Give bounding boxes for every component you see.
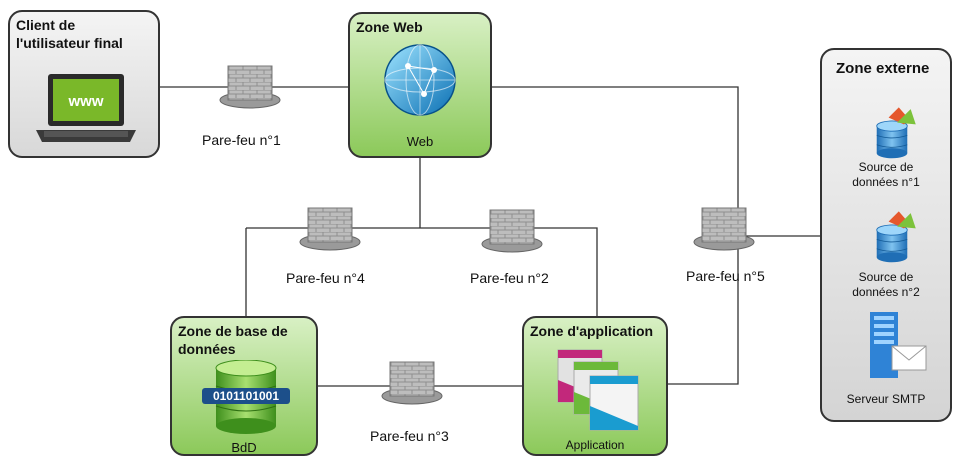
firewall-3-icon bbox=[381, 361, 443, 405]
firewall-3-label: Pare-feu n°3 bbox=[370, 428, 449, 444]
database-zone-title-line1: Zone de base de bbox=[178, 323, 288, 339]
external-zone: Zone externe Source de données n°1 Sourc… bbox=[820, 48, 952, 422]
application-zone-caption: Application bbox=[565, 438, 625, 452]
client-zone-title-line2: l'utilisateur final bbox=[16, 35, 123, 51]
firewall-2-label: Pare-feu n°2 bbox=[470, 270, 549, 286]
data-source-1-label: Source de données n°1 bbox=[852, 160, 920, 189]
laptop-icon: www bbox=[36, 74, 136, 142]
smtp-server-icon bbox=[870, 312, 927, 378]
firewall-5-icon bbox=[693, 207, 755, 251]
database-zone-title-line2: données bbox=[178, 341, 236, 357]
application-icon bbox=[557, 349, 639, 431]
smtp-server-label: Serveur SMTP bbox=[846, 392, 926, 406]
application-zone: Zone d'application Application bbox=[522, 316, 668, 456]
firewall-4-label: Pare-feu n°4 bbox=[286, 270, 365, 286]
firewall-4-icon bbox=[299, 207, 361, 251]
globe-icon bbox=[384, 44, 456, 116]
data-source-2-icon bbox=[876, 210, 917, 263]
data-source-1-icon bbox=[876, 106, 917, 159]
firewall-2-icon bbox=[481, 209, 543, 253]
database-zone: Zone de base de données 0101101001 BdD bbox=[170, 316, 318, 456]
data-source-2-label: Source de données n°2 bbox=[852, 270, 920, 299]
external-zone-title: Zone externe bbox=[836, 60, 930, 77]
firewall-1-label: Pare-feu n°1 bbox=[202, 132, 281, 148]
web-zone-title: Zone Web bbox=[356, 19, 423, 35]
web-zone: Zone Web Web bbox=[348, 12, 492, 158]
application-zone-title: Zone d'application bbox=[530, 323, 654, 339]
firewall-1-icon bbox=[219, 65, 281, 109]
database-icon: 0101101001 bbox=[202, 360, 290, 434]
web-zone-caption: Web bbox=[406, 134, 434, 149]
client-zone-title-line1: Client de bbox=[16, 17, 76, 33]
binary-text: 0101101001 bbox=[213, 389, 279, 403]
laptop-screen-text: www bbox=[67, 93, 103, 110]
firewall-5-label: Pare-feu n°5 bbox=[686, 268, 765, 284]
client-zone: Client de l'utilisateur final www bbox=[8, 10, 160, 158]
database-zone-caption: BdD bbox=[231, 440, 257, 455]
